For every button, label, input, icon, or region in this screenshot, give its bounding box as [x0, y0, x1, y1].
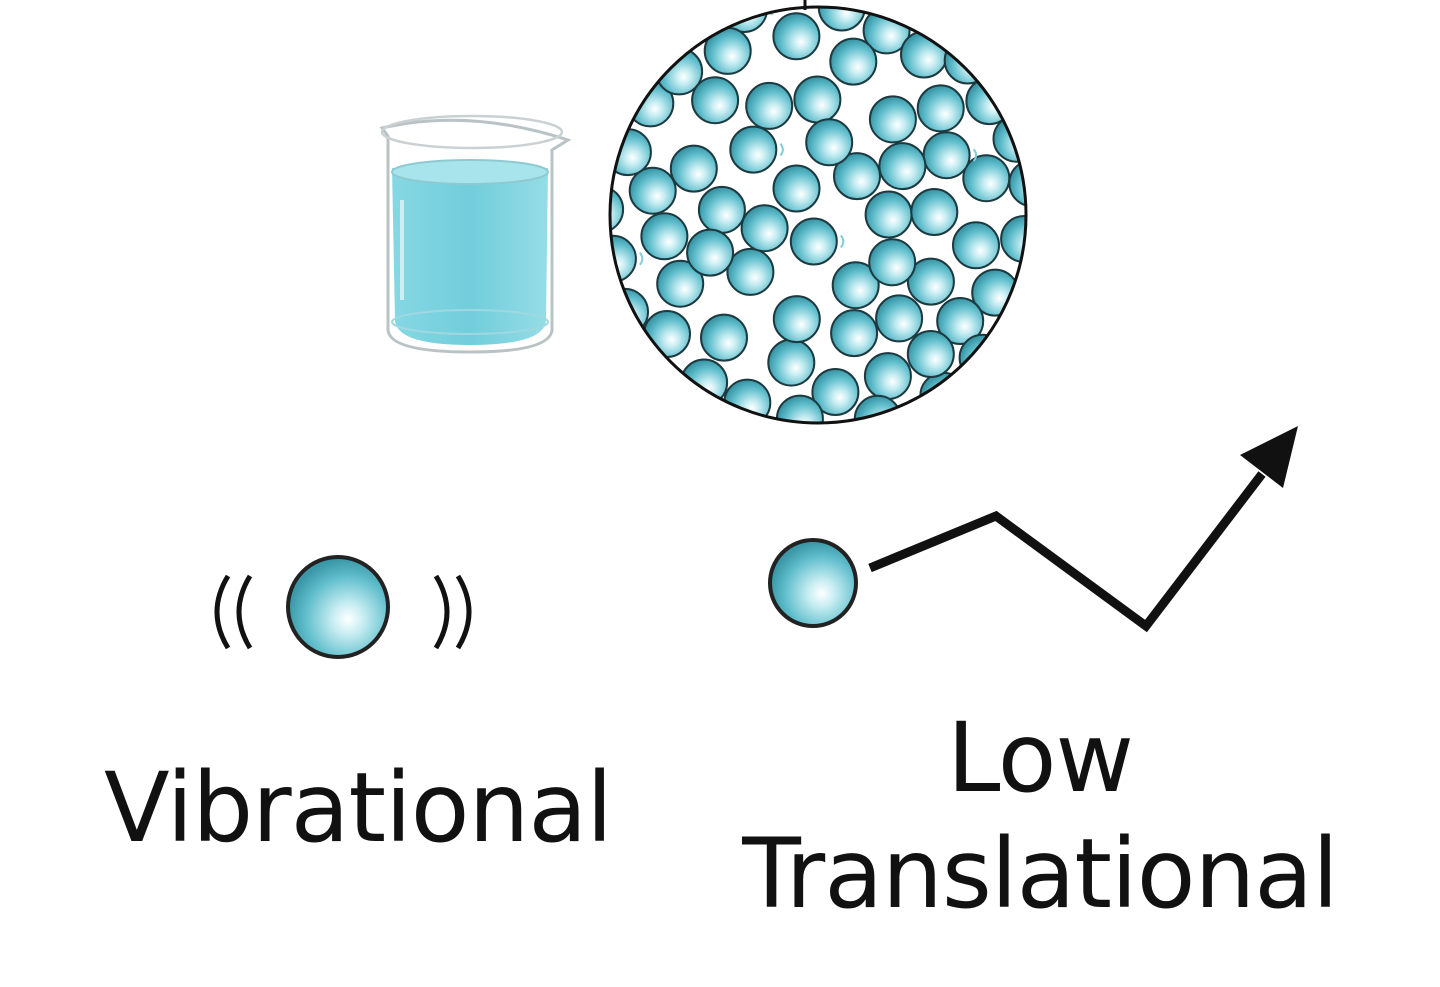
liquid-particle	[922, 131, 971, 180]
vibration-mark	[904, 412, 909, 423]
liquid-particle	[697, 185, 746, 234]
liquid-particle	[906, 257, 955, 306]
liquid-particle	[910, 188, 959, 236]
vibration-mark	[639, 252, 644, 266]
liquid-particle	[868, 95, 917, 144]
liquid-particle	[868, 238, 917, 287]
liquid-particle	[965, 77, 1014, 126]
liquid-particle	[656, 259, 705, 308]
liquid-particle	[745, 81, 794, 130]
liquid-particle	[640, 212, 689, 261]
liquid-particle	[726, 247, 775, 296]
liquid-particle	[772, 164, 821, 213]
liquid-particle	[789, 217, 838, 266]
liquid-particle	[936, 297, 985, 345]
liquid-particle	[916, 84, 965, 133]
vibrating-particle-icon	[214, 555, 472, 659]
liquid-particle	[772, 295, 821, 344]
liquid-particle	[864, 190, 913, 239]
translational-label-line2: Translational	[742, 818, 1339, 930]
liquid-particle	[900, 30, 948, 79]
vibrational-label: Vibrational	[104, 752, 613, 864]
beaker-icon	[379, 114, 572, 354]
liquid-particle	[729, 125, 778, 174]
liquid-particle	[669, 144, 718, 193]
liquid-particles-circle	[608, 0, 1028, 425]
liquid-particle	[610, 128, 652, 177]
liquid-particle	[805, 118, 854, 167]
liquid-particle	[772, 12, 821, 61]
liquid-particle	[691, 76, 740, 125]
vibration-mark	[840, 234, 845, 249]
vibration-mark	[779, 142, 784, 157]
liquid-particle	[875, 294, 924, 343]
liquid-particle	[1008, 159, 1026, 208]
liquid-particle	[943, 36, 992, 85]
liquid-particle	[906, 330, 955, 378]
moving-particle-icon	[768, 538, 858, 628]
liquid-particle	[811, 368, 860, 416]
particle-cluster	[610, 7, 1026, 423]
translational-label: Low Translational	[690, 700, 1390, 932]
liquid-particle	[740, 204, 789, 253]
liquid-particle	[700, 313, 748, 362]
liquid-particle	[829, 37, 878, 86]
vibration-mark	[972, 148, 978, 162]
translational-label-line1: Low	[946, 702, 1134, 814]
liquid-particle	[830, 309, 879, 358]
liquid-particle	[767, 338, 816, 387]
liquid-particle	[775, 394, 824, 423]
liquid-particle	[962, 154, 1011, 203]
liquid-particle	[863, 352, 912, 401]
liquid-particle	[655, 47, 704, 96]
liquid-particle	[952, 221, 1000, 270]
liquid-particle	[878, 142, 927, 191]
liquid-particle	[610, 185, 625, 234]
liquid-particle	[793, 75, 842, 124]
liquid-particle	[643, 310, 691, 358]
liquid-particle	[833, 152, 881, 201]
vibration-mark	[867, 7, 873, 15]
liquid-particle	[628, 166, 677, 215]
zigzag-arrow-icon	[868, 426, 1298, 633]
liquid-particle	[831, 261, 880, 310]
liquid-particle	[686, 228, 735, 277]
